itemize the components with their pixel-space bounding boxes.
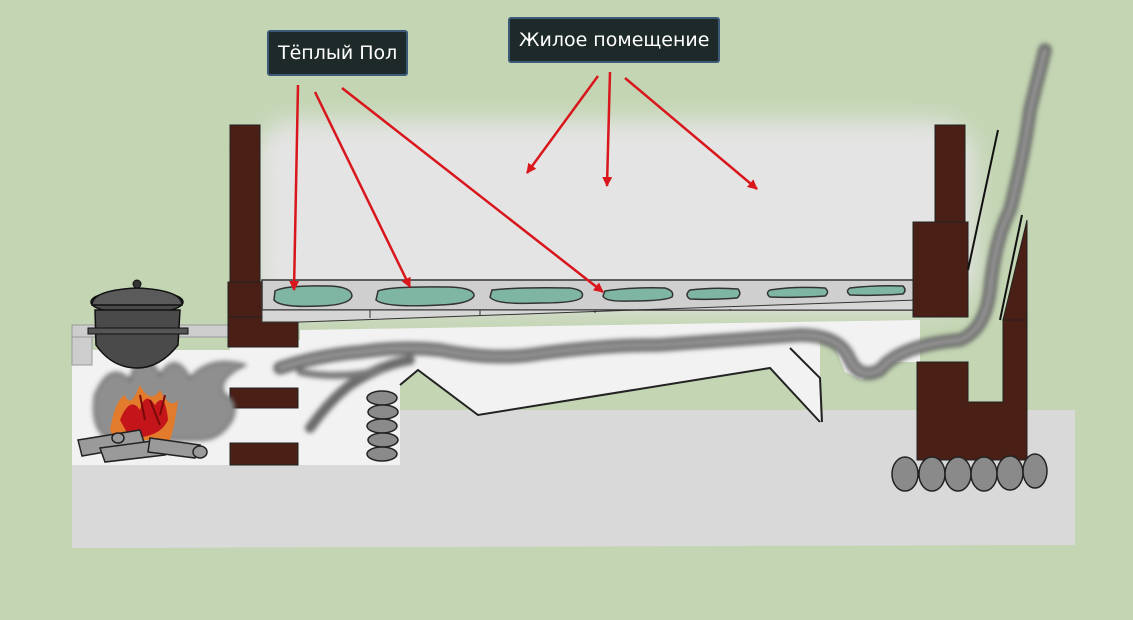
arrow-warm-floor-3 [341, 87, 604, 293]
counter-edge [71, 336, 93, 366]
arrow-warm-floor-2 [313, 91, 412, 288]
firewood-logs [77, 429, 208, 463]
foundation-stones [891, 453, 1048, 492]
arrow-living-2 [602, 71, 613, 187]
warm-floor-label: Тёплый Пол [267, 30, 409, 76]
firebox-brick-1 [229, 387, 299, 409]
arrow-warm-floor-1 [289, 84, 300, 291]
living-space-label: Жилое помещение [508, 17, 721, 63]
duct-outline [399, 366, 821, 423]
arrow-living-3 [624, 77, 758, 190]
heat-duct [72, 320, 920, 465]
arrow-living-1 [525, 75, 600, 174]
left-brick-block [227, 281, 263, 318]
right-brick-block [912, 221, 969, 318]
chimney-smoke-icon [273, 43, 1052, 433]
living-space-area [255, 120, 975, 310]
annotation-arrows [289, 71, 758, 293]
chimney-side [1002, 219, 1028, 321]
cooking-pot-icon [87, 279, 189, 369]
floor-slab-underside [261, 299, 918, 323]
duct-outline-right [789, 347, 823, 423]
chimney-line-1 [967, 129, 999, 271]
right-brick-pillar-top [934, 124, 966, 226]
slab-joints [369, 309, 731, 318]
chimney-line-2 [999, 214, 1023, 321]
firebox-brick-2 [229, 442, 299, 466]
left-brick-pillar [229, 124, 261, 288]
support-stones [366, 390, 399, 462]
